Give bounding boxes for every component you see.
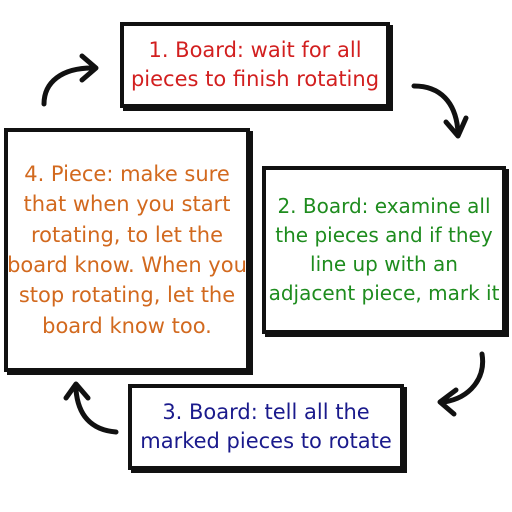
curved-arrow-icon — [437, 351, 486, 417]
step-4-line: 4. Piece: make sure — [24, 161, 230, 186]
step-4-line: rotating, to let the — [30, 222, 224, 247]
step-1-line: 1. Board: wait for all — [148, 37, 362, 62]
step-2-line: line up with an — [310, 252, 458, 276]
curved-arrow-icon — [41, 53, 99, 107]
step-2-line: adjacent piece, mark it — [268, 281, 500, 305]
step-4-line: stop rotating, let the — [18, 283, 236, 308]
step-1-line: pieces to finish rotating — [130, 67, 380, 91]
step-4-line: that when you start — [23, 192, 231, 217]
step-2-line: 2. Board: examine all — [277, 194, 491, 218]
curved-arrow-icon — [411, 83, 469, 139]
step-2-line: the pieces and if they — [275, 223, 493, 247]
step-4-line: board know. When you — [7, 253, 247, 277]
step-3-line: 3. Board: tell all the — [162, 399, 370, 424]
step-3-line: marked pieces to rotate — [140, 429, 392, 453]
curved-arrow-icon — [63, 381, 119, 435]
step-3-box: 3. Board: tell all the marked pieces to … — [128, 384, 404, 470]
step-2-box: 2. Board: examine all the pieces and if … — [262, 166, 506, 334]
step-4-line: board know too. — [42, 313, 212, 338]
step-4-box: 4. Piece: make sure that when you start … — [4, 128, 250, 372]
step-1-box: 1. Board: wait for all pieces to finish … — [120, 22, 390, 108]
